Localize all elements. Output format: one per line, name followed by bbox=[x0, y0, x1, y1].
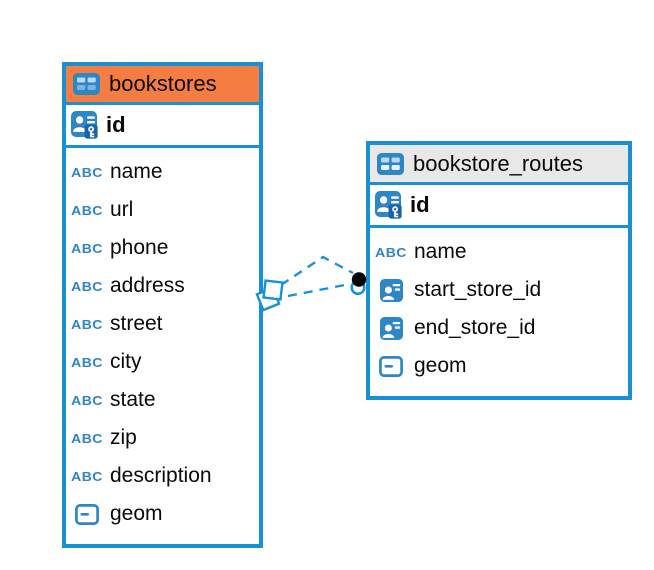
column-name: end_store_id bbox=[414, 316, 536, 339]
column-row[interactable]: ABC name bbox=[66, 153, 259, 191]
primary-key-icon bbox=[71, 111, 98, 139]
table-icon bbox=[377, 152, 404, 175]
reference-type-icon bbox=[376, 278, 406, 302]
reference-type-icon bbox=[376, 316, 406, 340]
column-row[interactable]: ABC url bbox=[66, 191, 259, 229]
column-name: phone bbox=[110, 236, 169, 259]
column-row[interactable]: ABC zip bbox=[66, 419, 259, 457]
column-name: description bbox=[110, 464, 212, 487]
column-name: address bbox=[110, 274, 185, 297]
text-type-icon: ABC bbox=[71, 392, 103, 408]
column-row[interactable]: ABC phone bbox=[66, 229, 259, 267]
geometry-type-icon bbox=[376, 355, 406, 377]
dot-cardinality-marker[interactable] bbox=[350, 272, 367, 296]
column-row[interactable]: geom bbox=[66, 495, 259, 533]
table-icon bbox=[73, 73, 100, 95]
table-bookstore-routes-header[interactable]: bookstore_routes bbox=[370, 145, 628, 185]
text-type-icon: ABC bbox=[71, 164, 103, 180]
column-row[interactable]: ABC description bbox=[66, 457, 259, 495]
primary-key-name: id bbox=[410, 192, 430, 217]
text-type-icon: ABC bbox=[71, 354, 103, 370]
primary-key-name: id bbox=[106, 112, 126, 137]
column-row[interactable]: ABC street bbox=[66, 305, 259, 343]
column-row[interactable]: ABC city bbox=[66, 343, 259, 381]
column-name: name bbox=[110, 160, 163, 183]
text-type-icon: ABC bbox=[71, 430, 103, 446]
table-title: bookstores bbox=[109, 71, 217, 96]
column-row[interactable]: ABC state bbox=[66, 381, 259, 419]
column-name: state bbox=[110, 388, 156, 411]
column-name: name bbox=[414, 240, 467, 263]
relationship-line-lower[interactable] bbox=[287, 282, 351, 298]
text-type-icon: ABC bbox=[71, 278, 103, 294]
column-name: zip bbox=[110, 426, 137, 449]
text-type-icon: ABC bbox=[375, 244, 407, 260]
relationship-line-upper[interactable] bbox=[280, 255, 354, 286]
column-row[interactable]: end_store_id bbox=[370, 309, 628, 347]
column-name: street bbox=[110, 312, 163, 335]
table-bookstores-header[interactable]: bookstores bbox=[66, 66, 259, 105]
table-title: bookstore_routes bbox=[413, 150, 583, 176]
geometry-type-icon bbox=[72, 503, 102, 525]
text-type-icon: ABC bbox=[71, 316, 103, 332]
text-type-icon: ABC bbox=[71, 240, 103, 256]
column-name: url bbox=[110, 198, 134, 221]
column-name: start_store_id bbox=[414, 278, 542, 301]
column-row[interactable]: geom bbox=[370, 347, 628, 385]
text-type-icon: ABC bbox=[71, 468, 103, 484]
text-type-icon: ABC bbox=[71, 202, 103, 218]
primary-key-icon bbox=[375, 191, 402, 219]
column-row[interactable]: ABC address bbox=[66, 267, 259, 305]
column-row[interactable]: ABC name bbox=[370, 233, 628, 271]
column-name: geom bbox=[414, 354, 467, 377]
many-cardinality-marker[interactable] bbox=[255, 279, 284, 312]
column-row[interactable]: start_store_id bbox=[370, 271, 628, 309]
column-name: city bbox=[110, 350, 142, 373]
many-marker-front-square bbox=[262, 279, 284, 301]
dot-marker-dot bbox=[351, 272, 367, 287]
column-name: geom bbox=[110, 502, 163, 525]
primary-key-row[interactable]: id bbox=[66, 105, 259, 148]
primary-key-row[interactable]: id bbox=[370, 185, 628, 228]
table-bookstore-routes[interactable]: bookstore_routes id ABC name start_store_i… bbox=[366, 141, 632, 400]
